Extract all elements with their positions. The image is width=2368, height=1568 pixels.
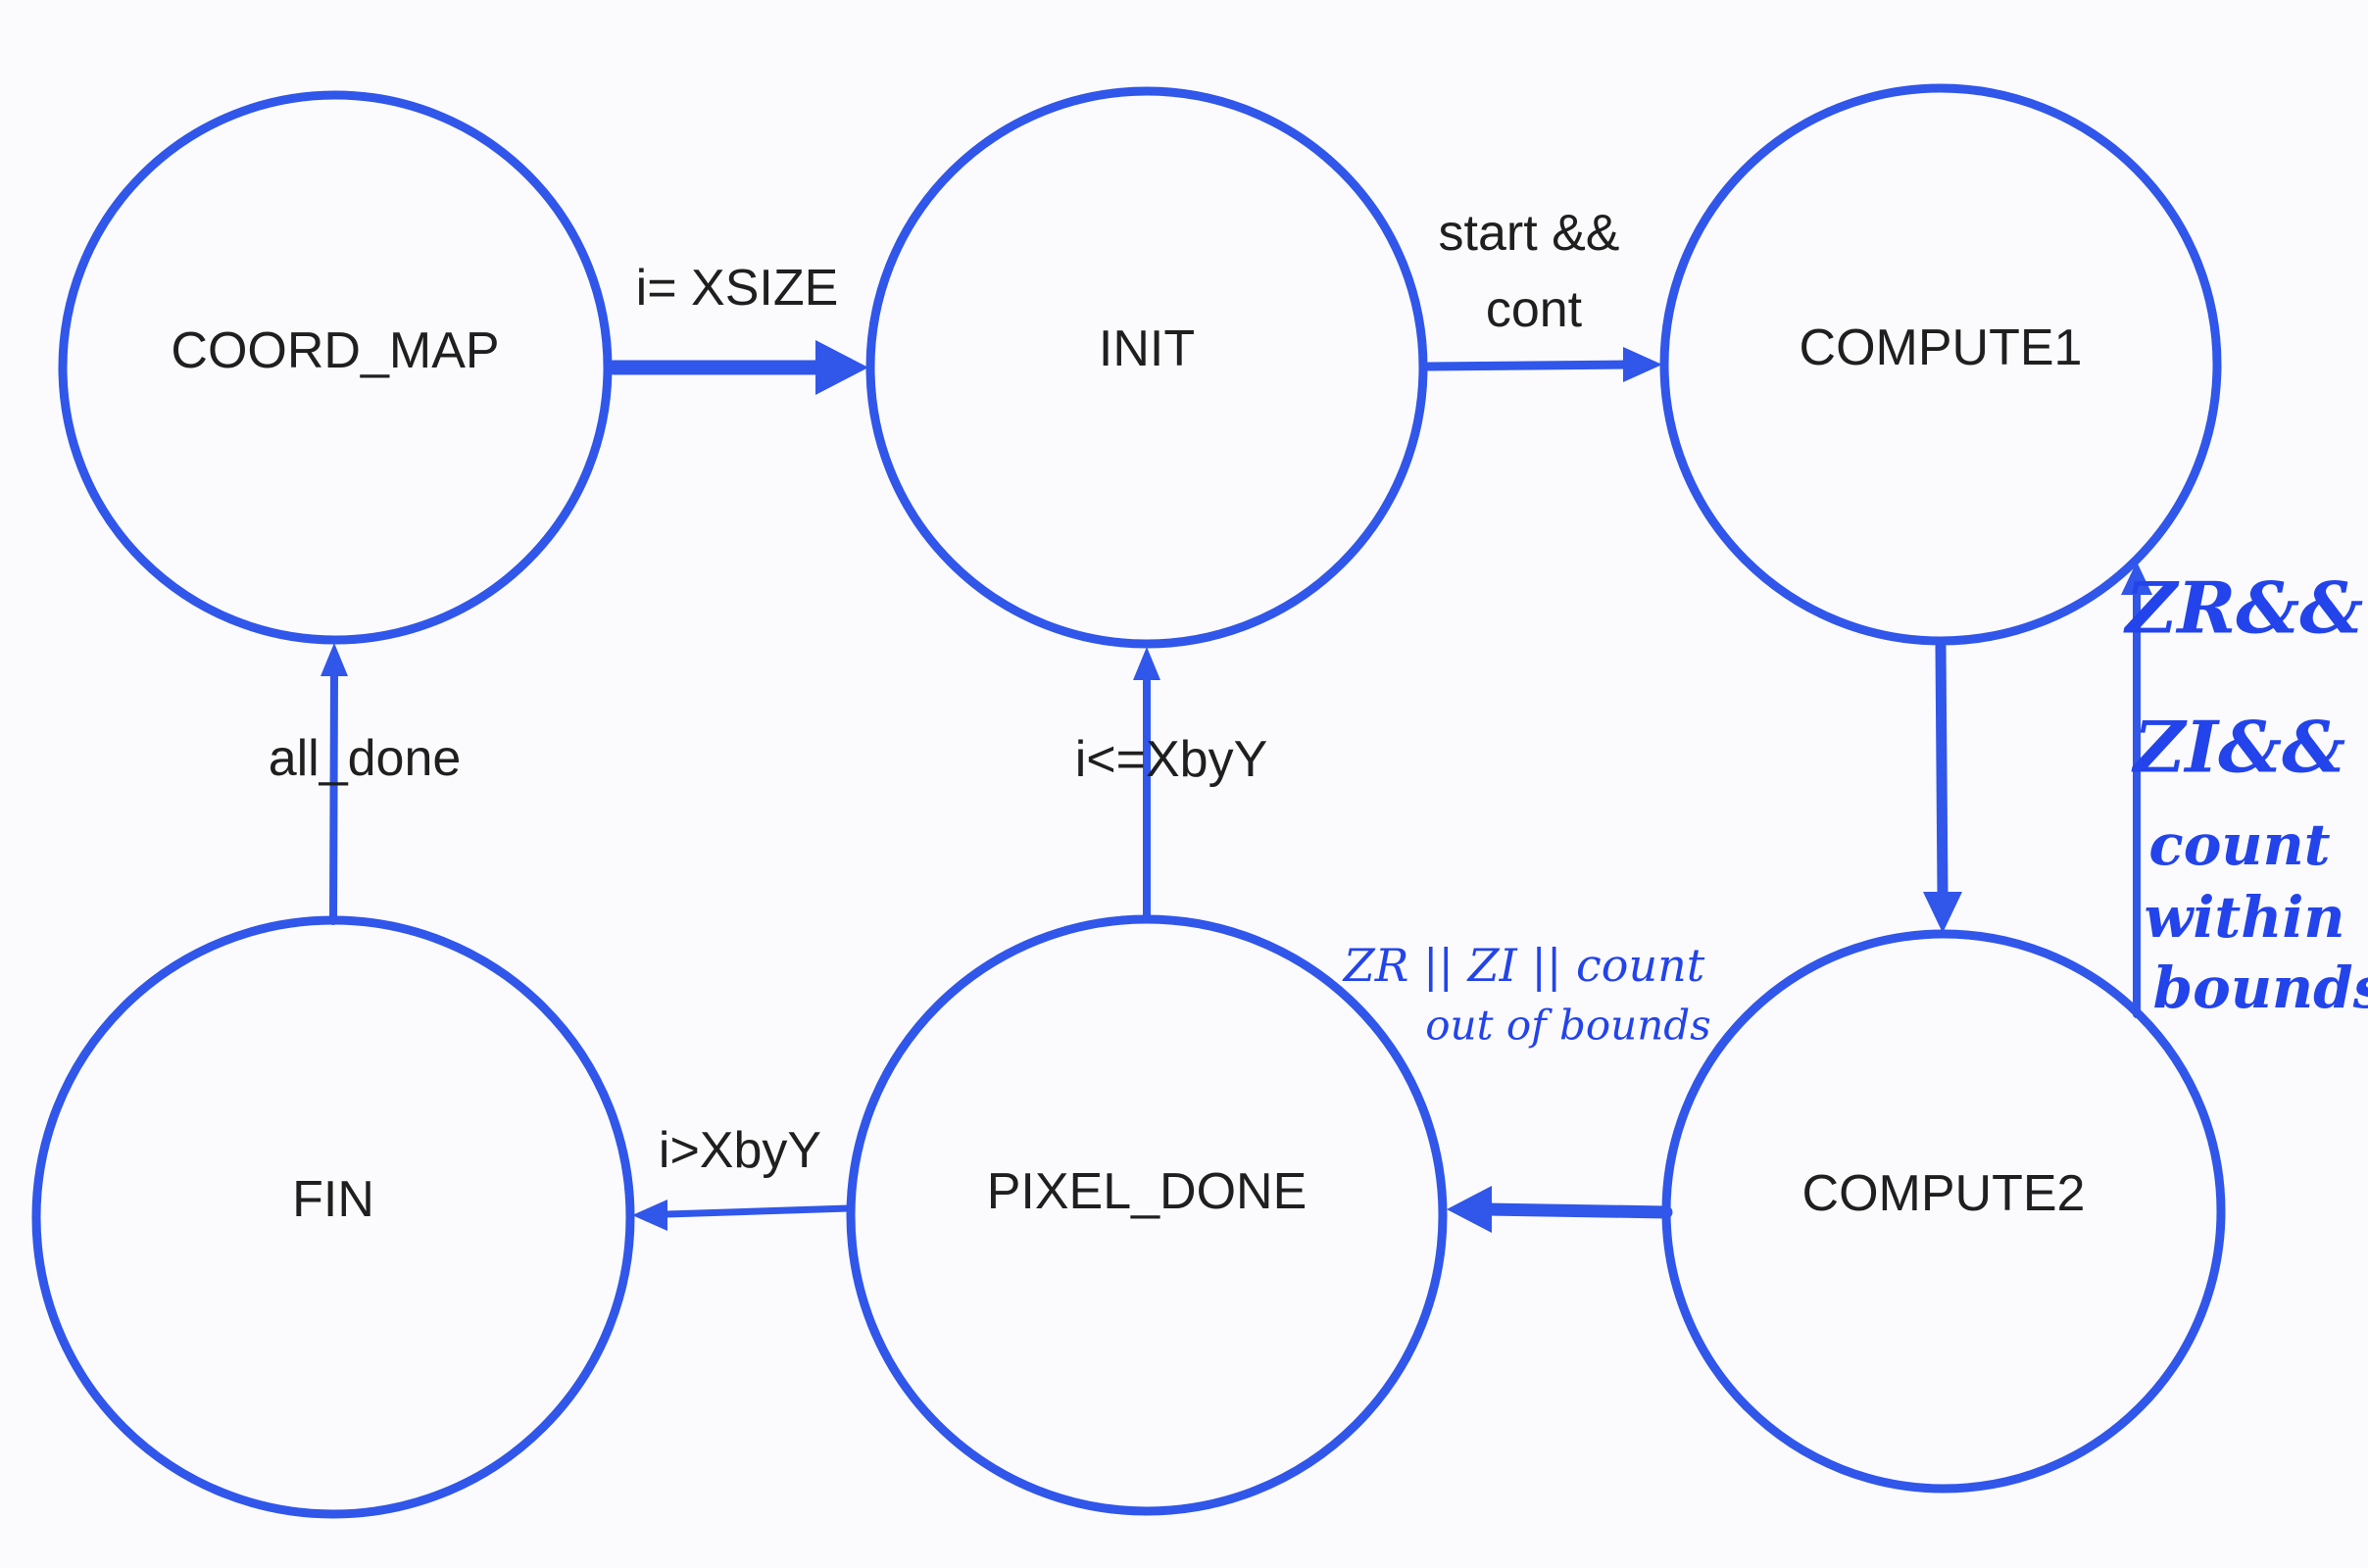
edge-compute2-to-compute1-label-line2: ZI&& bbox=[2131, 706, 2345, 789]
edge-coord-map-to-init-arrowhead bbox=[815, 340, 868, 395]
state-init-label: INIT bbox=[1099, 320, 1195, 377]
edge-fin-to-coord-map: all_done bbox=[269, 643, 462, 925]
state-pixel-done: PIXEL_DONE bbox=[846, 914, 1448, 1516]
state-compute1-label: COMPUTE1 bbox=[1800, 319, 2083, 376]
edge-pixel-done-to-fin: i>XbyY bbox=[632, 1122, 853, 1231]
state-pixel-done-label: PIXEL_DONE bbox=[987, 1163, 1307, 1220]
edge-pixel-done-to-init-arrowhead bbox=[1133, 647, 1160, 680]
state-fin: FIN bbox=[31, 915, 635, 1519]
edge-coord-map-to-init-label: i= XSIZE bbox=[636, 260, 839, 317]
edge-fin-to-coord-map-line bbox=[329, 670, 338, 925]
edge-compute2-to-compute1-label-line5: bounds bbox=[2153, 955, 2368, 1021]
edge-pixel-done-to-fin-arrowhead bbox=[632, 1200, 667, 1231]
edge-compute2-to-compute1-label-line1: ZR&& bbox=[2123, 566, 2363, 650]
edge-init-to-compute1-line bbox=[1423, 360, 1632, 371]
edge-compute2-to-pixel-done-label-line2: out of bounds bbox=[1425, 1002, 1710, 1050]
edge-compute2-to-compute1-label-line3: count bbox=[2148, 811, 2330, 878]
state-init: INIT bbox=[865, 86, 1428, 649]
state-init-circle bbox=[865, 86, 1428, 649]
edge-compute2-to-pixel-done-line bbox=[1483, 1202, 1673, 1219]
state-compute1: COMPUTE1 bbox=[1659, 83, 2222, 646]
edge-compute1-to-compute2 bbox=[1923, 641, 1962, 933]
edge-init-to-compute1-arrowhead bbox=[1623, 347, 1662, 382]
edge-init-to-compute1: start && cont bbox=[1423, 205, 1662, 382]
edge-compute1-to-compute2-line bbox=[1935, 641, 1949, 900]
edge-pixel-done-to-init: i<=XbyY bbox=[1075, 647, 1268, 923]
edge-compute2-to-pixel-done-arrowhead bbox=[1447, 1186, 1492, 1233]
edge-coord-map-to-init: i= XSIZE bbox=[606, 260, 868, 395]
edge-compute2-to-compute1-label-line4: within bbox=[2144, 884, 2344, 951]
edge-compute2-to-compute1-arrowhead bbox=[2121, 562, 2152, 595]
edge-compute2-to-pixel-done-label-line1: ZR || ZI || count bbox=[1342, 939, 1705, 992]
edge-compute1-to-compute2-arrowhead bbox=[1923, 892, 1962, 933]
edge-pixel-done-to-fin-line bbox=[663, 1204, 853, 1218]
edge-compute2-to-compute1: ZR&& ZI&& count within bounds bbox=[2121, 562, 2368, 1021]
state-compute1-circle bbox=[1659, 83, 2222, 646]
state-compute2-label: COMPUTE2 bbox=[1802, 1165, 2086, 1222]
edge-compute2-to-pixel-done: ZR || ZI || count out of bounds bbox=[1342, 939, 1711, 1233]
edge-pixel-done-to-init-label: i<=XbyY bbox=[1075, 731, 1268, 788]
edge-pixel-done-to-fin-label: i>XbyY bbox=[659, 1122, 821, 1179]
edge-fin-to-coord-map-arrowhead bbox=[321, 643, 348, 676]
state-coord-map: COORD_MAP bbox=[58, 90, 613, 645]
state-coord-map-label: COORD_MAP bbox=[171, 322, 499, 379]
edge-fin-to-coord-map-label: all_done bbox=[269, 730, 462, 787]
state-fin-label: FIN bbox=[292, 1171, 374, 1228]
edge-init-to-compute1-label-line1: start && bbox=[1439, 205, 1620, 262]
edge-init-to-compute1-label-line2: cont bbox=[1486, 281, 1583, 338]
